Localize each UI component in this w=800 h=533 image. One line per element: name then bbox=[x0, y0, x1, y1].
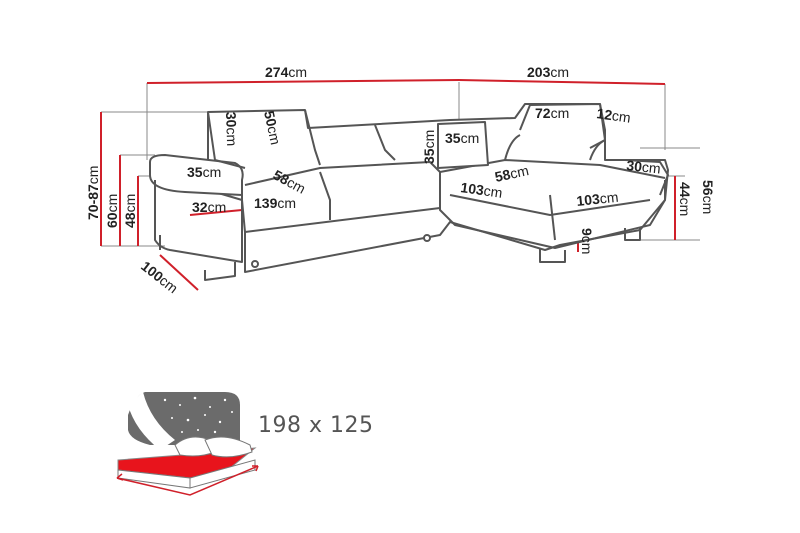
label-total-height: 70-87cm bbox=[85, 166, 101, 220]
label-armrest-top: 35cm bbox=[187, 164, 221, 180]
label-seat-width: 139cm bbox=[254, 195, 296, 211]
bed-night-icon bbox=[116, 392, 259, 496]
label-headrest-height: 30cm bbox=[223, 112, 240, 147]
label-seat-depth-right: 58cm bbox=[493, 162, 530, 185]
label-corner-cushion-width: 35cm bbox=[445, 130, 479, 146]
label-chaise-length: 103cm bbox=[460, 179, 504, 201]
label-back-height: 50cm bbox=[261, 109, 284, 146]
label-depth: 100cm bbox=[138, 258, 181, 296]
label-headrest-depth: 12cm bbox=[596, 105, 632, 126]
label-armrest-width-right: 30cm bbox=[626, 157, 662, 176]
label-leg-height: 9cm bbox=[579, 228, 595, 254]
sleeping-area-size: 198 x 125 bbox=[258, 413, 374, 438]
sofa-outline bbox=[149, 103, 669, 281]
label-seat-height-left: 48cm bbox=[122, 194, 138, 228]
label-armrest-height-right: 56cm bbox=[700, 180, 716, 214]
dimension-labels: 274cm 203cm 70-87cm 60cm 48cm 100cm 30cm… bbox=[85, 64, 716, 296]
label-corner-cushion-height: 35cm bbox=[421, 130, 437, 164]
label-armrest-height-left: 60cm bbox=[104, 194, 120, 228]
label-width-right: 203cm bbox=[527, 64, 569, 80]
guide-lines bbox=[101, 82, 700, 247]
label-headrest-width: 72cm bbox=[535, 105, 569, 121]
label-width-left: 274cm bbox=[265, 64, 307, 80]
label-seat-depth-left: 58cm bbox=[271, 167, 309, 197]
label-chaise-width: 103cm bbox=[576, 189, 619, 209]
label-armrest-width-left: 32cm bbox=[192, 199, 226, 215]
label-seat-height-right: 44cm bbox=[677, 182, 693, 216]
